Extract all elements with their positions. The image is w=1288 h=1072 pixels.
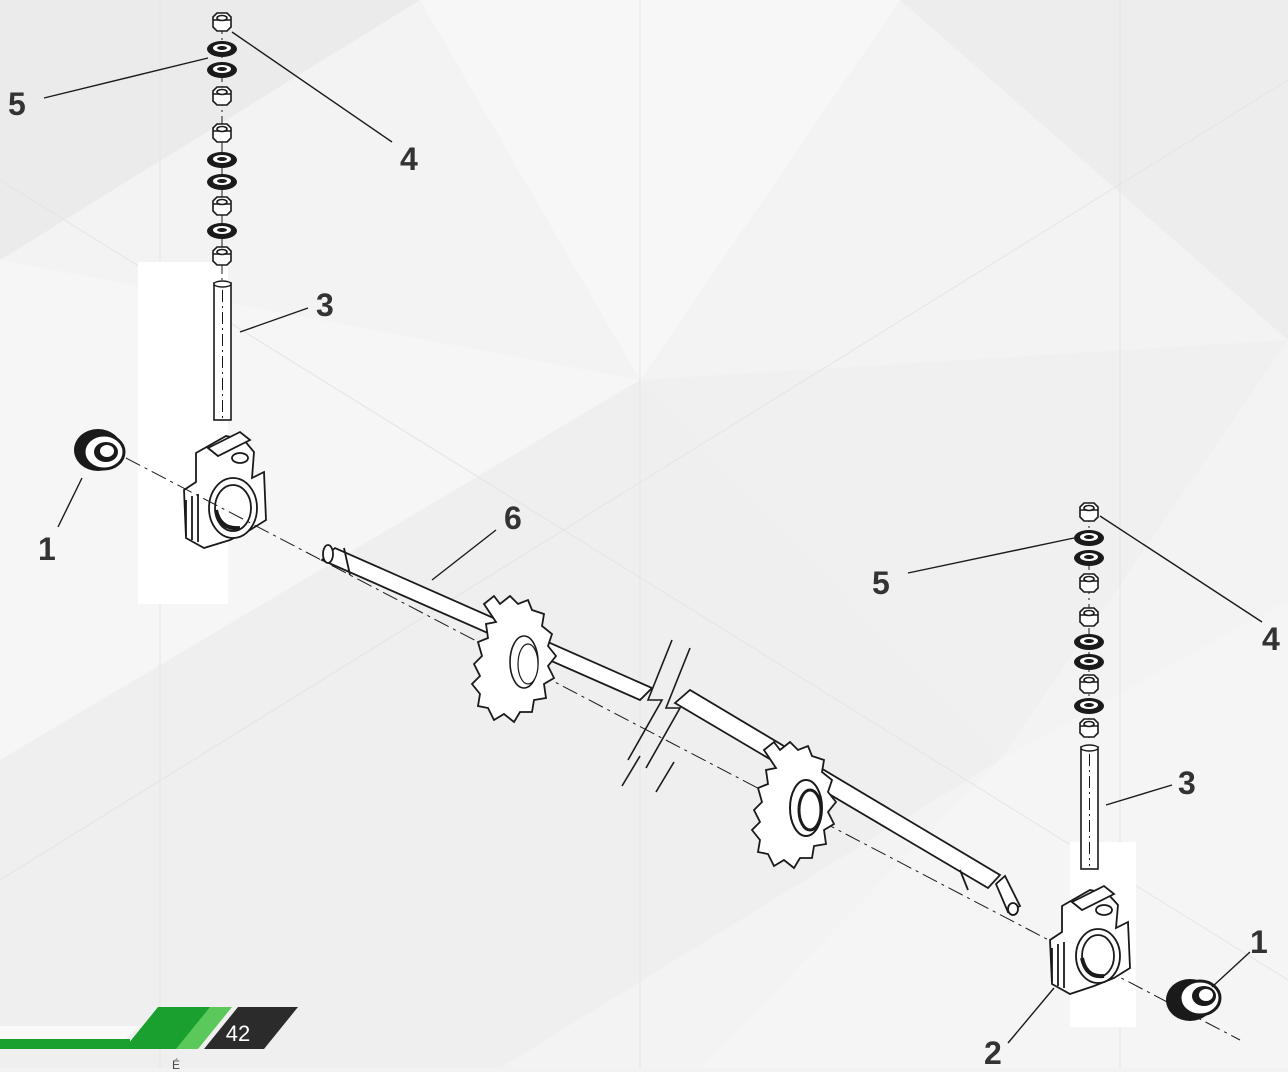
callout-top-left-4: 4 [400, 141, 418, 177]
footer-bar [0, 1007, 298, 1049]
callout-top-left-1: 1 [38, 531, 56, 567]
shaft [320, 544, 1022, 916]
bottom-right-bearing-insert [1166, 979, 1222, 1021]
callout-top-left-5: 5 [8, 86, 26, 122]
top-left-bearing-housing [183, 430, 267, 549]
top-left-bearing-insert [74, 429, 126, 471]
callout-shaft-6: 6 [504, 500, 522, 536]
callout-bottom-right-2: 2 [984, 1035, 1002, 1071]
footer-text: É [172, 1058, 181, 1072]
callout-bottom-right-3: 3 [1178, 765, 1196, 801]
callout-bottom-right-4: 4 [1262, 621, 1280, 657]
top-left-rod [213, 280, 232, 421]
callout-bottom-right-1: 1 [1250, 924, 1268, 960]
bottom-right-bearing-housing [1049, 884, 1131, 995]
shaft-break-marks [621, 639, 691, 793]
left-sprocket [470, 594, 558, 724]
callout-bottom-right-5: 5 [872, 565, 890, 601]
page-number: 42 [225, 1021, 251, 1046]
right-sprocket [750, 740, 838, 870]
bottom-right-nut-washer-stack [1074, 502, 1104, 742]
leader-lines [43, 31, 1263, 1044]
top-left-nut-washer-stack [207, 12, 237, 280]
bottom-right-rod [1080, 744, 1099, 870]
callout-top-left-3: 3 [316, 287, 334, 323]
